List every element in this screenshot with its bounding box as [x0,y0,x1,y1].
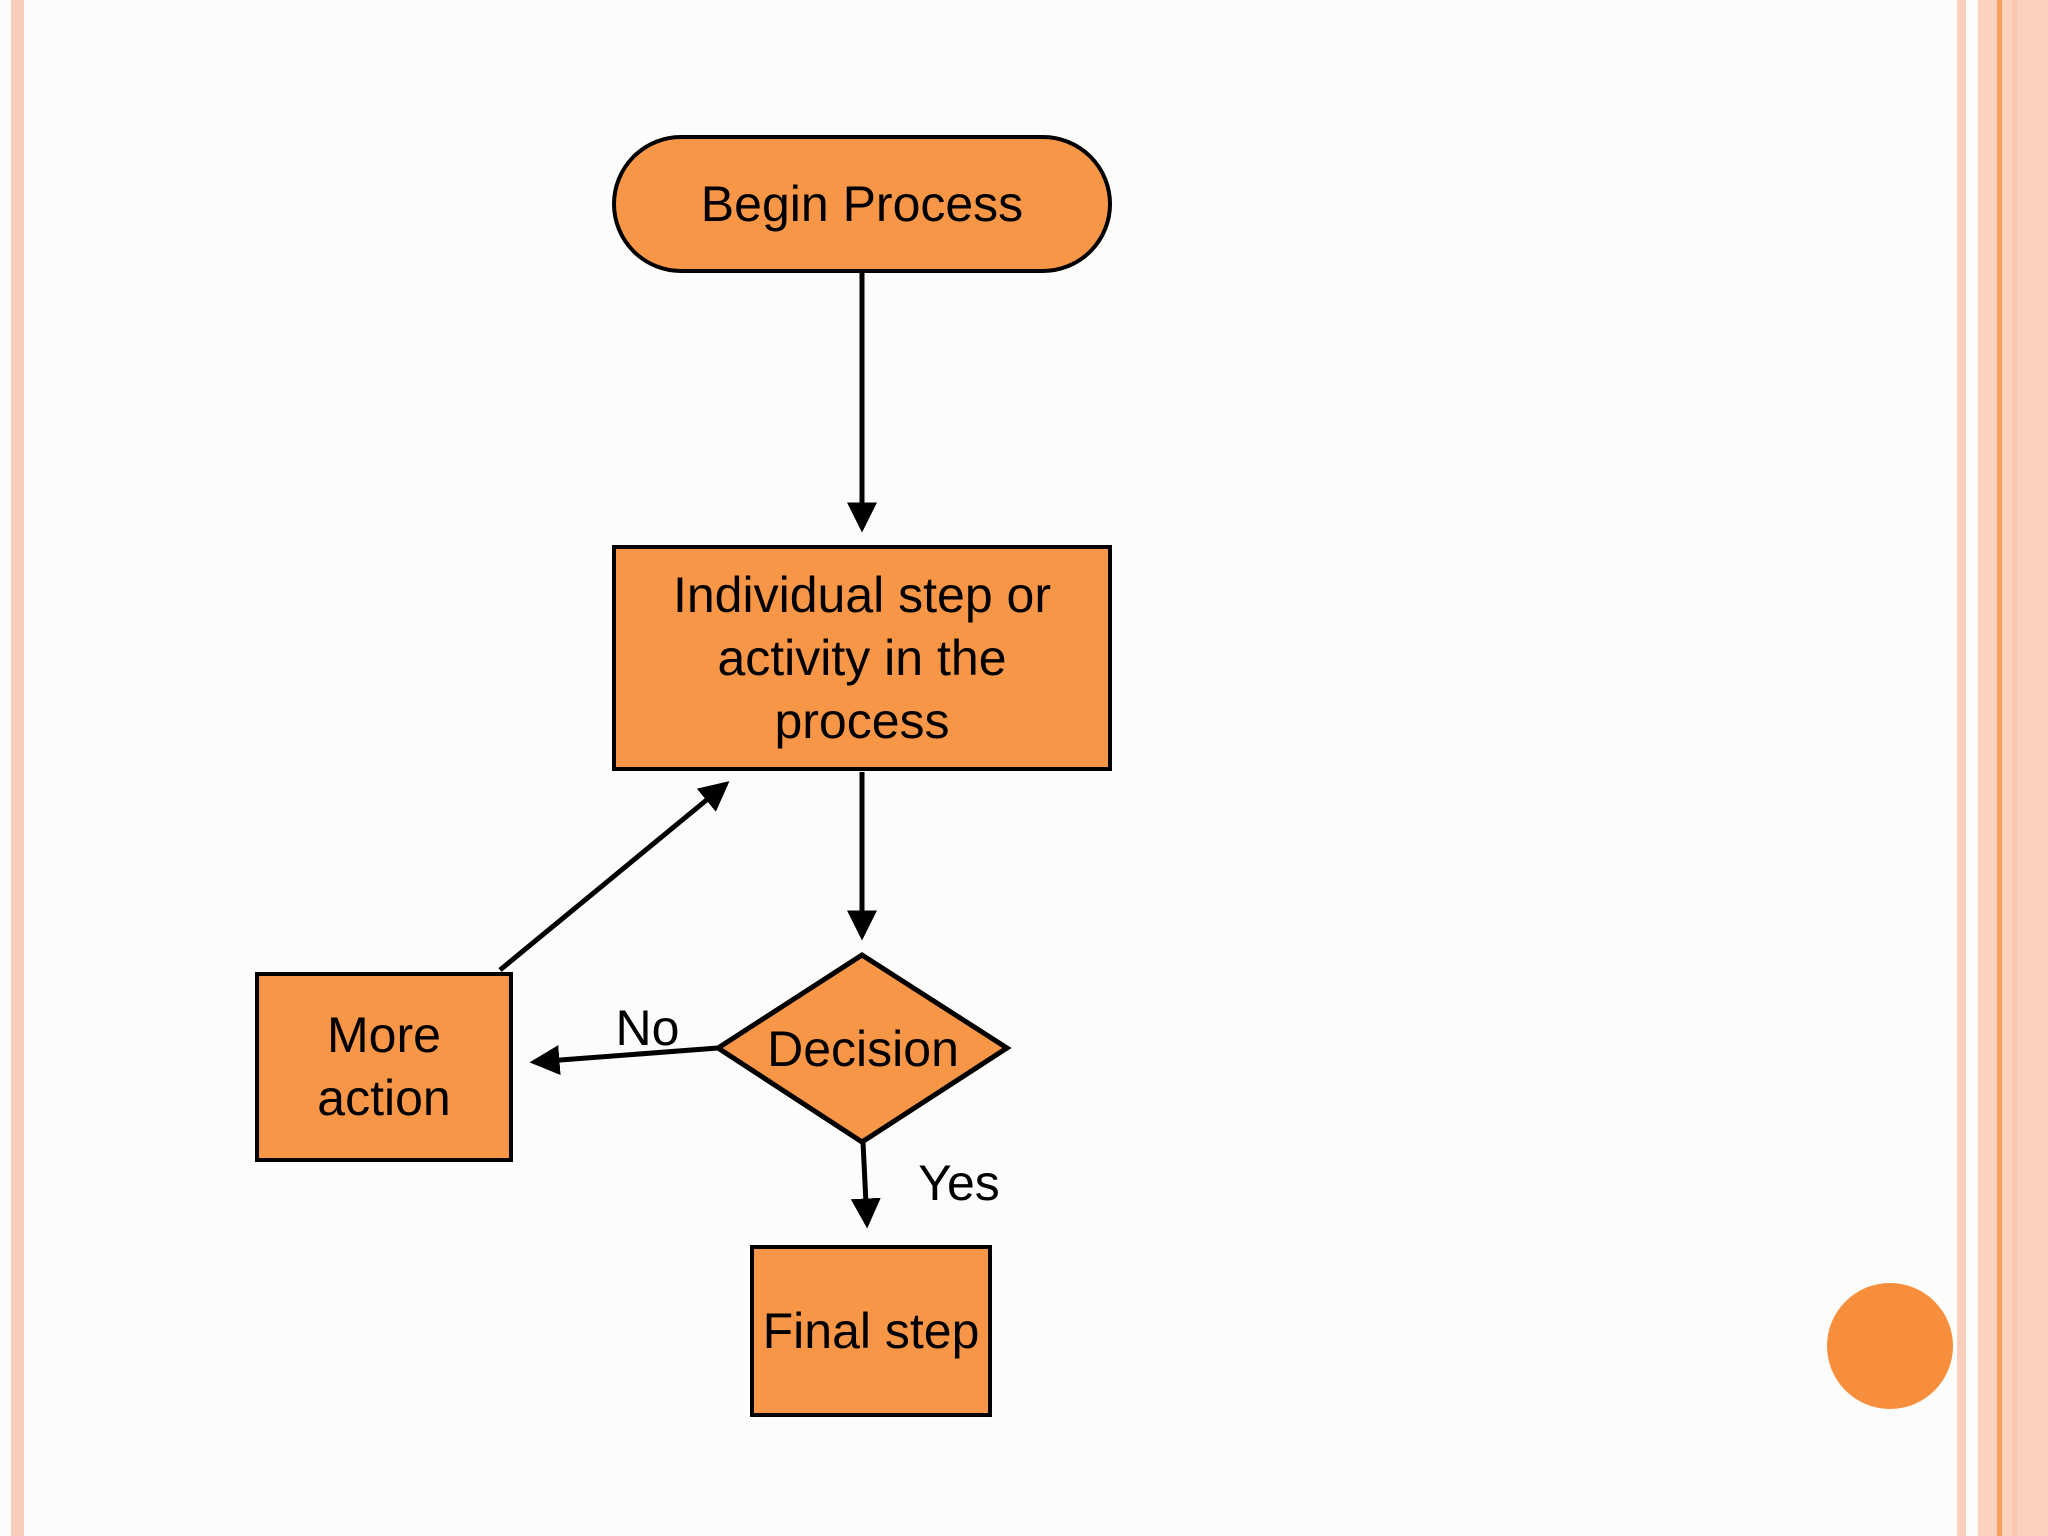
edge-label-yes: Yes [918,1154,1000,1211]
node-begin-process: Begin Process [612,135,1112,273]
node-final-step: Final step [750,1245,992,1417]
arrow-decision-to-final [850,1141,881,1229]
corner-circle-decoration [1827,1283,1953,1409]
right-border-accent-line [1997,0,2002,1536]
left-border-stripe [11,0,24,1536]
right-border-stripe-thin [1957,0,1966,1536]
edge-label-no: No [615,1000,680,1056]
node-begin-process-label: Begin Process [700,175,1024,232]
node-decision-label-container: Decision [718,955,1008,1143]
arrow-more-action-to-step [498,781,730,972]
node-decision-label: Decision [767,1021,959,1077]
node-more-action-label: More action [317,1007,451,1126]
node-more-action: More action [255,972,513,1162]
node-individual-step-label: Individual step or activity in the proce… [672,566,1051,749]
node-individual-step: Individual step or activity in the proce… [612,545,1112,771]
right-border-soft-line [2012,0,2017,1536]
node-final-step-label: Final step [762,1302,980,1359]
